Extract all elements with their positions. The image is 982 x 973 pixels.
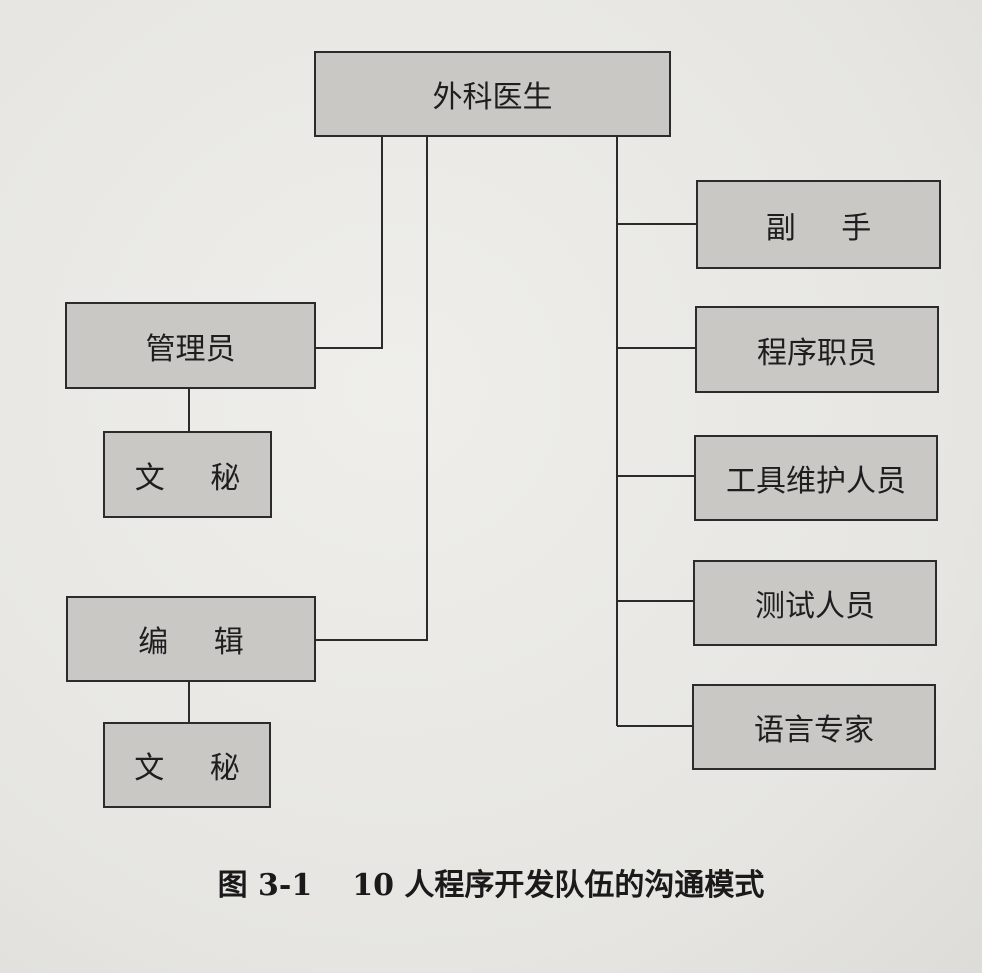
node-administrator: 管理员: [65, 302, 316, 389]
figure-number: 图 3-1: [217, 868, 313, 903]
node-tester: 测试人员: [693, 560, 937, 646]
node-editor-label: 编 辑: [138, 625, 262, 660]
node-editor: 编 辑: [66, 596, 316, 682]
connector-root-admin: [316, 136, 383, 349]
node-tester-label: 测试人员: [755, 589, 875, 624]
figure-caption: 图 3-1 10 人程序开发队伍的沟通模式: [0, 860, 982, 904]
connector-root-editor: [316, 136, 428, 641]
node-language-expert-label: 语言专家: [754, 713, 874, 748]
node-language-expert: 语言专家: [692, 684, 936, 770]
node-assistant: 副 手: [696, 180, 941, 269]
node-secretary-2: 文 秘: [103, 722, 271, 808]
node-secretary-1: 文 秘: [103, 431, 272, 518]
node-secretary-2-label: 文 秘: [134, 751, 258, 786]
node-program-clerk-label: 程序职员: [757, 335, 877, 371]
node-assistant-label: 副 手: [765, 210, 890, 246]
node-toolsmith: 工具维护人员: [694, 435, 938, 521]
node-administrator-label: 管理员: [145, 331, 236, 367]
node-surgeon-label: 外科医生: [432, 80, 553, 115]
node-program-clerk: 程序职员: [695, 306, 939, 393]
node-toolsmith-label: 工具维护人员: [726, 464, 906, 499]
figure-title: 10 人程序开发队伍的沟通模式: [352, 868, 765, 903]
node-secretary-1-label: 文 秘: [134, 460, 259, 496]
node-surgeon: 外科医生: [314, 51, 671, 137]
